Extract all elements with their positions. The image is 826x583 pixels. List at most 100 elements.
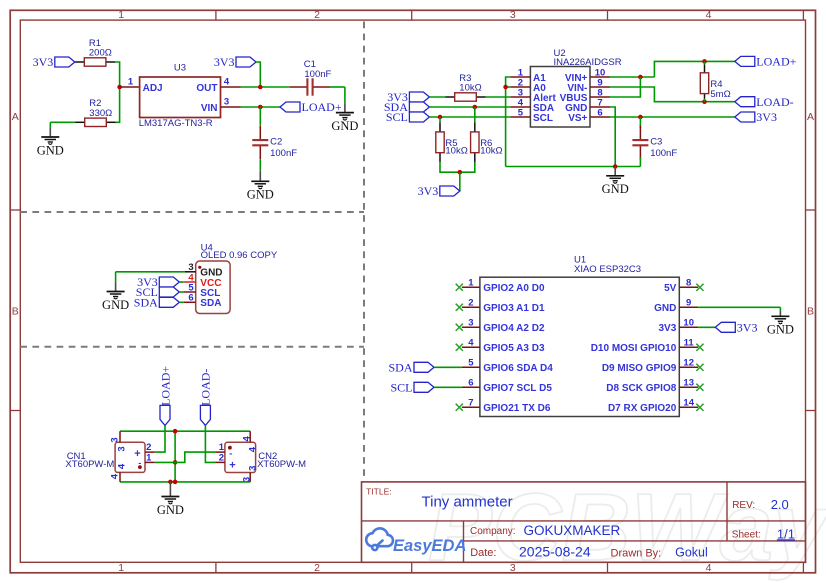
svg-text:GPIO7 SCL D5: GPIO7 SCL D5 [483,383,552,394]
svg-text:10kΩ: 10kΩ [445,146,467,157]
svg-text:1: 1 [219,442,225,453]
svg-text:13: 13 [683,377,694,388]
svg-text:1: 1 [146,452,152,463]
svg-text:9: 9 [686,297,691,308]
svg-text:3: 3 [116,446,127,451]
svg-text:INA226AIDGSR: INA226AIDGSR [554,57,622,68]
svg-text:VS+: VS+ [568,113,587,124]
svg-text:LOAD+: LOAD+ [756,55,796,69]
svg-text:2: 2 [468,297,473,308]
svg-text:3: 3 [188,262,193,273]
svg-text:GPIO2 A0 D0: GPIO2 A0 D0 [483,283,545,294]
svg-text:4: 4 [224,77,230,88]
svg-text:12: 12 [683,357,694,368]
svg-text:3: 3 [510,9,516,21]
svg-text:SCL: SCL [390,381,412,395]
svg-text:Tiny ammeter: Tiny ammeter [422,494,513,511]
svg-text:14: 14 [683,397,694,408]
svg-text:Gokul: Gokul [675,546,708,560]
svg-text:GPIO21 TX D6: GPIO21 TX D6 [483,403,551,414]
svg-text:GND: GND [247,188,274,202]
svg-text:XT60PW-M: XT60PW-M [257,459,306,470]
svg-text:SCL: SCL [386,110,408,124]
svg-text:2025-08-24: 2025-08-24 [519,544,591,560]
svg-text:10kΩ: 10kΩ [480,146,502,157]
svg-text:10: 10 [595,67,606,78]
svg-text:REV:: REV: [732,500,755,511]
svg-text:3: 3 [510,562,516,574]
svg-text:SCL: SCL [136,285,158,299]
svg-text:A1: A1 [533,73,546,84]
svg-text:GND: GND [654,303,676,314]
svg-text:100nF: 100nF [304,69,331,80]
svg-text:ADJ: ADJ [143,83,163,94]
svg-text:GND: GND [200,268,222,279]
svg-text:CN2: CN2 [258,451,277,462]
svg-text:3V3: 3V3 [737,321,758,335]
svg-text:SCL: SCL [533,113,553,124]
svg-text:OLED 0.96 COPY: OLED 0.96 COPY [201,250,278,261]
svg-text:2: 2 [314,562,320,574]
svg-text:A: A [807,111,814,123]
svg-text:R6: R6 [480,138,492,149]
svg-text:U4: U4 [201,243,213,254]
svg-text:GND: GND [767,323,794,337]
svg-text:D7 RX GPIO20: D7 RX GPIO20 [608,403,677,414]
svg-text:A: A [12,111,19,123]
svg-text:R1: R1 [89,38,101,49]
svg-text:TITLE:: TITLE: [366,486,392,496]
svg-text:11: 11 [684,337,695,348]
svg-text:SDA: SDA [533,103,554,114]
svg-text:5V: 5V [664,283,677,294]
svg-text:EasyEDA: EasyEDA [393,537,466,555]
svg-text:U3: U3 [174,62,186,73]
svg-text:Company:: Company: [470,526,516,537]
svg-text:5: 5 [468,357,474,368]
svg-text:GND: GND [102,298,129,312]
svg-text:100nF: 100nF [270,148,297,159]
svg-text:C3: C3 [650,137,662,148]
svg-text:3: 3 [518,87,523,98]
svg-text:10: 10 [683,317,694,328]
svg-text:SDA: SDA [384,100,408,114]
svg-text:+: + [134,448,140,460]
svg-text:D10 MOSI GPIO10: D10 MOSI GPIO10 [591,343,677,354]
svg-text:VCC: VCC [200,278,221,289]
svg-text:1/1: 1/1 [777,526,795,541]
svg-text:6: 6 [597,107,602,118]
svg-text:R3: R3 [459,73,471,84]
svg-text:GND: GND [331,119,358,133]
svg-text:3V3: 3V3 [137,275,158,289]
svg-text:Alert: Alert [533,93,556,104]
svg-text:10kΩ: 10kΩ [459,83,481,94]
svg-text:4: 4 [241,436,252,442]
svg-text:1: 1 [118,9,124,21]
svg-text:U1: U1 [574,254,586,265]
svg-text:B: B [12,306,19,318]
svg-text:4: 4 [468,337,474,348]
svg-text:VIN: VIN [201,103,218,114]
svg-text:VIN-: VIN- [567,83,587,94]
svg-text:330Ω: 330Ω [89,108,112,119]
svg-text:SDA: SDA [388,361,412,375]
svg-text:GND: GND [37,143,64,157]
svg-text:B: B [807,306,814,318]
svg-text:3: 3 [247,466,258,471]
svg-text:8: 8 [686,277,691,288]
svg-text:1: 1 [518,67,524,78]
svg-text:-: - [138,458,141,468]
svg-text:D8 SCK GPIO8: D8 SCK GPIO8 [606,383,676,394]
svg-text:5: 5 [188,282,194,293]
svg-text:3V3: 3V3 [756,110,777,124]
svg-text:Drawn By:: Drawn By: [611,547,662,559]
svg-text:2.0: 2.0 [771,497,789,512]
svg-text:LOAD+: LOAD+ [302,100,342,114]
svg-text:3: 3 [468,317,473,328]
svg-text:2: 2 [146,442,151,453]
svg-text:VBUS: VBUS [560,93,588,104]
svg-text:D9 MISO GPIO9: D9 MISO GPIO9 [602,363,677,374]
svg-text:2: 2 [518,77,523,88]
svg-text:XT60PW-M: XT60PW-M [65,459,114,470]
svg-text:3V3: 3V3 [214,55,235,69]
svg-text:7: 7 [597,97,602,108]
